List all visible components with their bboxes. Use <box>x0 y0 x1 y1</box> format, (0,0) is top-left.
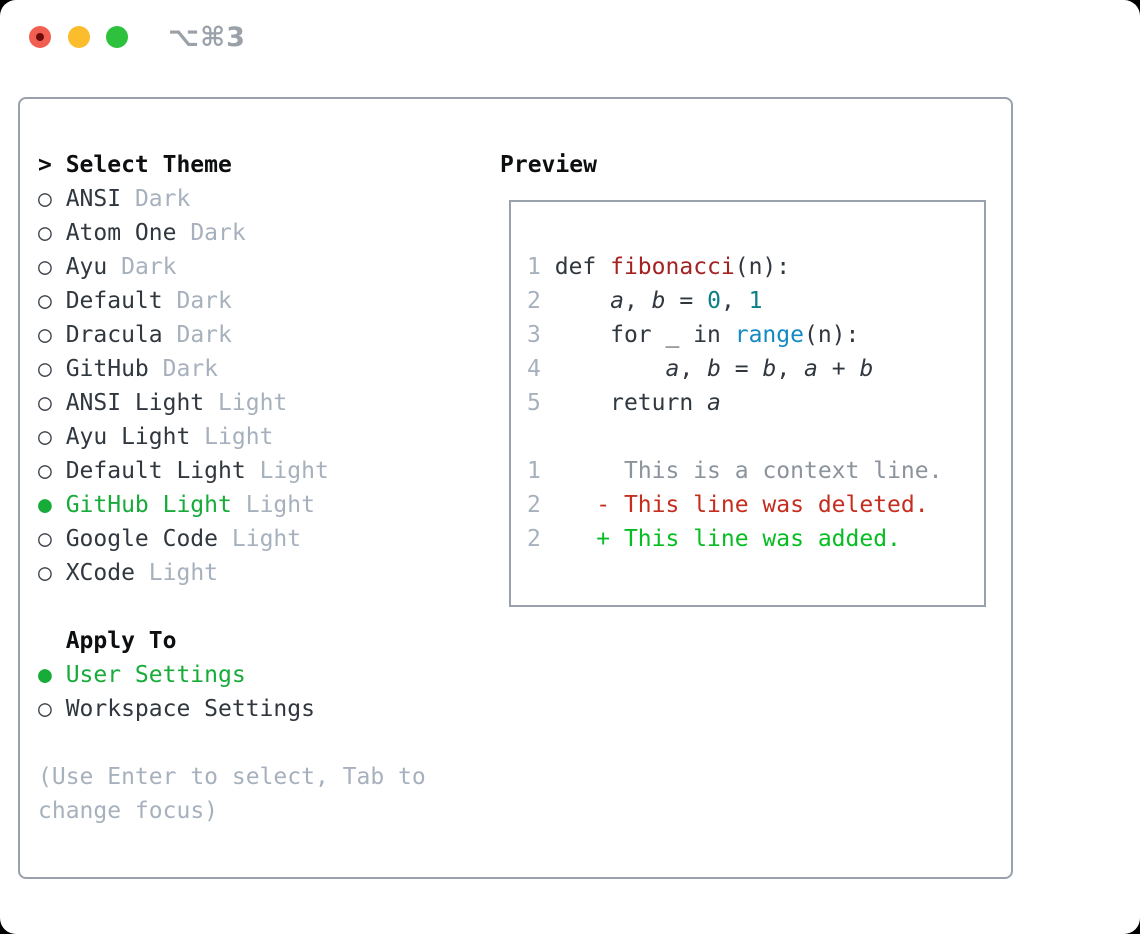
theme-variant-tag: Dark <box>190 220 246 246</box>
theme-item-xcode[interactable]: ○ XCode Light <box>38 556 426 590</box>
radio-unselected-icon: ○ <box>38 356 52 382</box>
hint-line: change focus) <box>38 798 219 824</box>
option-label: Default <box>65 288 163 314</box>
select-theme-heading: > Select Theme <box>38 148 426 182</box>
theme-variant-tag: Dark <box>176 288 232 314</box>
option-label: Workspace Settings <box>65 696 315 722</box>
theme-list: ○ ANSI Dark ○ Atom One Dark ○ Ayu Dark ○ Defaul… <box>38 182 426 590</box>
radio-unselected-icon: ○ <box>38 288 52 314</box>
theme-variant-tag: Dark <box>162 356 219 382</box>
preview-line: 4 a, b = b, a + b <box>527 356 874 382</box>
minimize-button[interactable] <box>68 26 90 48</box>
select-theme-heading-label: Select Theme <box>65 152 232 178</box>
theme-item-ansi[interactable]: ○ ANSI Dark <box>38 182 426 216</box>
preview-line: 5 return a <box>527 390 721 416</box>
maximize-button[interactable] <box>106 26 128 48</box>
theme-variant-tag: Light <box>259 458 329 484</box>
spacer <box>38 726 426 760</box>
theme-variant-tag: Light <box>231 526 302 552</box>
preview-heading: Preview <box>500 152 597 178</box>
radio-unselected-icon: ○ <box>38 220 52 246</box>
radio-unselected-icon: ○ <box>38 390 52 416</box>
line-number: 2 <box>527 288 541 314</box>
apply-to-heading: Apply To <box>38 624 426 658</box>
option-label: XCode <box>65 560 135 586</box>
line-number: 5 <box>527 390 541 416</box>
radio-unselected-icon: ○ <box>38 696 52 722</box>
theme-item-atom-one[interactable]: ○ Atom One Dark <box>38 216 426 250</box>
preview-line: 1 This is a context line. <box>527 458 943 484</box>
radio-unselected-icon: ○ <box>38 322 52 348</box>
cursor-arrow-icon: > <box>38 152 52 178</box>
line-number: 2 <box>527 492 541 518</box>
radio-selected-icon: ● <box>38 492 52 518</box>
option-label: GitHub <box>65 356 149 382</box>
radio-unselected-icon: ○ <box>38 526 52 552</box>
theme-variant-tag: Dark <box>121 254 177 280</box>
theme-item-default[interactable]: ○ Default Dark <box>38 284 426 318</box>
line-number: 4 <box>527 356 541 382</box>
theme-item-ayu-light[interactable]: ○ Ayu Light Light <box>38 420 426 454</box>
option-label: Ayu Light <box>65 424 191 450</box>
heading-indent <box>38 624 66 658</box>
preview-line: 2 - This line was deleted. <box>527 492 929 518</box>
hint-line: (Use Enter to select, Tab to <box>38 764 426 790</box>
option-label: Ayu <box>65 254 108 280</box>
spacer <box>527 420 968 454</box>
preview-line: 2 a, b = 0, 1 <box>527 288 763 314</box>
radio-unselected-icon: ○ <box>38 560 52 586</box>
theme-item-ansi-light[interactable]: ○ ANSI Light Light <box>38 386 426 420</box>
option-label: Atom One <box>65 220 177 246</box>
preview-box: 1 def fibonacci(n): 2 a, b = 0, 1 3 for _ … <box>509 200 986 607</box>
theme-variant-tag: Light <box>204 424 274 450</box>
theme-item-dracula[interactable]: ○ Dracula Dark <box>38 318 426 352</box>
theme-item-default-light[interactable]: ○ Default Light Light <box>38 454 426 488</box>
radio-unselected-icon: ○ <box>38 186 52 212</box>
line-number: 3 <box>527 322 541 348</box>
theme-variant-tag: Light <box>245 492 315 518</box>
option-label: ANSI Light <box>65 390 205 416</box>
line-number: 1 <box>527 458 541 484</box>
preview-line: 3 for _ in range(n): <box>527 322 860 348</box>
option-label: Dracula <box>65 322 163 348</box>
spacer <box>38 590 426 624</box>
preview-code: 1 def fibonacci(n): 2 a, b = 0, 1 3 for _ … <box>527 250 968 556</box>
radio-unselected-icon: ○ <box>38 254 52 280</box>
option-label: GitHub Light <box>65 492 232 518</box>
theme-column: > Select Theme ○ ANSI Dark ○ Atom One Dark ○ A… <box>38 148 426 828</box>
option-label: Google Code <box>65 526 219 552</box>
radio-unselected-icon: ○ <box>38 424 52 450</box>
line-number: 2 <box>527 526 541 552</box>
apply-option-user-settings[interactable]: ● User Settings <box>38 658 426 692</box>
theme-item-ayu[interactable]: ○ Ayu Dark <box>38 250 426 284</box>
theme-item-google-code[interactable]: ○ Google Code Light <box>38 522 426 556</box>
theme-variant-tag: Dark <box>134 186 191 212</box>
close-dot-icon <box>36 33 44 41</box>
preview-line: 1 def fibonacci(n): <box>527 254 791 280</box>
close-button[interactable] <box>29 26 51 48</box>
line-number: 1 <box>527 254 541 280</box>
apply-to-heading-label: Apply To <box>65 628 177 654</box>
theme-variant-tag: Dark <box>176 322 232 348</box>
theme-item-github-light[interactable]: ● GitHub Light Light <box>38 488 426 522</box>
radio-unselected-icon: ○ <box>38 458 52 484</box>
option-label: Default Light <box>65 458 246 484</box>
preview-line: 2 + This line was added. <box>527 526 901 552</box>
option-label: ANSI <box>65 186 122 212</box>
radio-selected-icon: ● <box>38 662 52 688</box>
theme-variant-tag: Light <box>218 390 288 416</box>
option-label: User Settings <box>65 662 246 688</box>
apply-to-list: ● User Settings ○ Workspace Settings <box>38 658 426 726</box>
theme-variant-tag: Light <box>148 560 219 586</box>
apply-option-workspace-settings[interactable]: ○ Workspace Settings <box>38 692 426 726</box>
window-title: ⌥⌘3 <box>168 22 246 53</box>
hint-text: (Use Enter to select, Tab to change focus… <box>38 760 426 828</box>
theme-item-github[interactable]: ○ GitHub Dark <box>38 352 426 386</box>
